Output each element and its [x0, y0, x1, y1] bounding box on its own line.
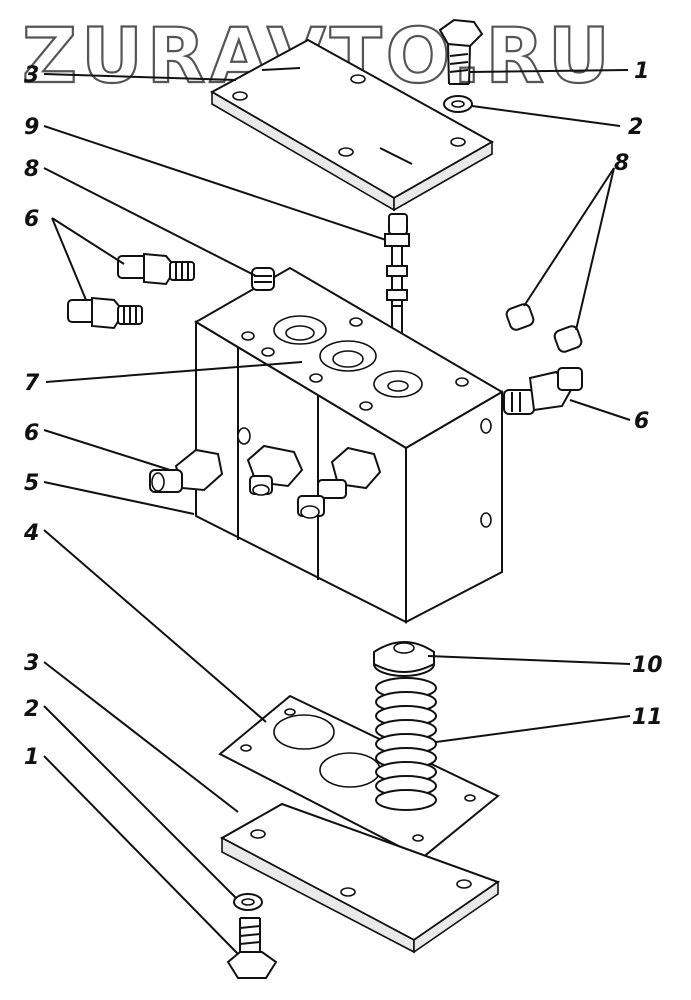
callout-9: 9 — [24, 115, 39, 140]
callout-11: 11 — [632, 705, 663, 730]
callout-2-bottom: 2 — [24, 697, 39, 722]
fitting-top-left-2 — [67, 296, 143, 330]
fitting-left-mid — [149, 448, 224, 493]
gasket — [218, 694, 500, 860]
plug-right-1 — [505, 303, 535, 331]
callout-3-top: 3 — [24, 63, 39, 88]
callout-10: 10 — [632, 653, 663, 678]
callout-8-right: 8 — [614, 151, 629, 176]
callout-1-top: 1 — [634, 59, 649, 84]
callout-2-top: 2 — [628, 115, 643, 140]
callout-8-left: 8 — [24, 157, 39, 182]
body-fitting-front-right — [297, 446, 382, 519]
plug-right-2 — [553, 325, 583, 353]
callout-4: 4 — [23, 521, 39, 546]
callout-1-bottom: 1 — [24, 745, 39, 770]
bottom-bolt — [226, 917, 278, 979]
plug-on-body — [251, 267, 275, 291]
body-fitting-front-left — [246, 444, 304, 496]
callout-6-top-left: 6 — [24, 207, 39, 232]
bottom-cover-plate — [219, 802, 501, 954]
top-cover-plate — [209, 38, 495, 212]
spring-seat — [373, 641, 435, 677]
fitting-top-left-1 — [117, 252, 195, 286]
callout-7: 7 — [24, 371, 40, 396]
callout-6-mid-left: 6 — [24, 421, 39, 446]
callout-6-right: 6 — [634, 409, 649, 434]
leader-lines — [43, 69, 631, 955]
top-bolt — [438, 18, 484, 85]
callout-5: 5 — [24, 471, 39, 496]
fitting-right — [503, 367, 583, 415]
top-washer — [443, 95, 473, 113]
valve-body — [194, 266, 504, 624]
callout-3-bottom: 3 — [24, 651, 39, 676]
bottom-washer — [233, 893, 263, 911]
spring — [375, 677, 437, 811]
